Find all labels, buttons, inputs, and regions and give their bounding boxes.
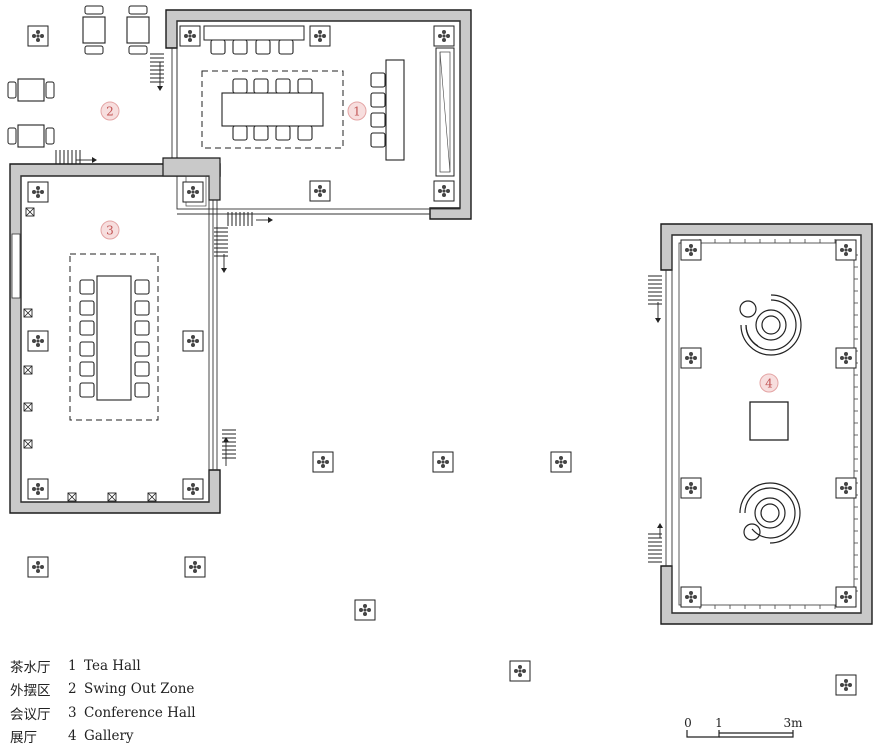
chair (79, 300, 95, 316)
room-marker-label: 4 (765, 377, 773, 391)
outdoor-table-set (82, 5, 106, 55)
legend-row: 会议厅 3 Conference Hall (10, 701, 310, 725)
chair (134, 341, 150, 357)
chair (297, 78, 313, 94)
legend-number: 4 (68, 728, 77, 745)
column (432, 451, 454, 473)
chair (275, 78, 291, 94)
chair (297, 125, 313, 141)
chair (255, 39, 271, 55)
column (835, 477, 857, 499)
column (680, 586, 702, 608)
room-marker-label: 2 (106, 105, 114, 119)
column (182, 330, 204, 352)
chair (79, 361, 95, 377)
legend-en: Conference Hall (84, 704, 196, 721)
zone-swing-out (7, 5, 150, 148)
column (309, 25, 331, 47)
room-conference-hall (9, 149, 237, 514)
scale-tick-0: 0 (684, 716, 692, 730)
chair (134, 320, 150, 336)
chair (232, 39, 248, 55)
column (680, 347, 702, 369)
chair (134, 361, 150, 377)
legend: 茶水厅 1 Tea Hall 外摆区 2 Swing Out Zone 会议厅 … (10, 654, 310, 748)
outdoor-table-set (7, 124, 55, 148)
legend-row: 展厅 4 Gallery (10, 725, 310, 749)
chair (79, 382, 95, 398)
column (680, 239, 702, 261)
chair (370, 92, 386, 108)
legend-en: Gallery (84, 728, 134, 745)
column (835, 347, 857, 369)
scale-tick-3m: 3m (783, 716, 803, 730)
outdoor-table-set (7, 78, 55, 102)
column (27, 181, 49, 203)
chair (79, 279, 95, 295)
legend-row: 外摆区 2 Swing Out Zone (10, 678, 310, 702)
room-marker-label: 1 (353, 105, 361, 119)
column (835, 239, 857, 261)
chair (134, 279, 150, 295)
chair (370, 72, 386, 88)
chair (253, 78, 269, 94)
legend-en: Tea Hall (84, 657, 141, 674)
legend-en: Swing Out Zone (84, 681, 195, 698)
column (312, 451, 334, 473)
chair (232, 78, 248, 94)
column (27, 330, 49, 352)
chair (278, 39, 294, 55)
chair (232, 125, 248, 141)
room-marker-4: 4 (759, 373, 779, 393)
chair (134, 300, 150, 316)
room-marker-3: 3 (100, 220, 120, 240)
room-gallery (647, 223, 873, 625)
legend-number: 3 (68, 704, 77, 721)
column (309, 180, 331, 202)
scale-bar: 0 1 3m (684, 716, 803, 738)
room-marker-label: 3 (106, 224, 114, 238)
chair (134, 382, 150, 398)
legend-number: 2 (68, 681, 77, 698)
legend-number: 1 (68, 657, 77, 674)
column (27, 556, 49, 578)
chair (275, 125, 291, 141)
scale-tick-1: 1 (715, 716, 723, 730)
room-tea-hall (149, 9, 472, 220)
column (835, 586, 857, 608)
column (433, 25, 455, 47)
legend-zh: 会议厅 (10, 706, 51, 723)
column (27, 478, 49, 500)
spiral-seat (739, 294, 802, 356)
column (182, 181, 204, 203)
legend-zh: 茶水厅 (10, 659, 51, 676)
column (680, 477, 702, 499)
column (509, 660, 531, 682)
legend-zh: 展厅 (10, 730, 37, 747)
chair (370, 132, 386, 148)
column (433, 180, 455, 202)
chair (79, 320, 95, 336)
display-plinth (749, 401, 789, 441)
column (27, 25, 49, 47)
column (179, 25, 201, 47)
column (184, 556, 206, 578)
legend-zh: 外摆区 (10, 683, 51, 700)
column (354, 599, 376, 621)
column (835, 674, 857, 696)
room-marker-1: 1 (347, 101, 367, 121)
column (550, 451, 572, 473)
chair (253, 125, 269, 141)
column (182, 478, 204, 500)
chair (79, 341, 95, 357)
spiral-seat (739, 482, 801, 544)
outdoor-table-set (126, 5, 150, 55)
legend-row: 茶水厅 1 Tea Hall (10, 654, 310, 678)
room-marker-2: 2 (100, 101, 120, 121)
entrance-steps (213, 211, 273, 273)
chair (210, 39, 226, 55)
chair (370, 112, 386, 128)
